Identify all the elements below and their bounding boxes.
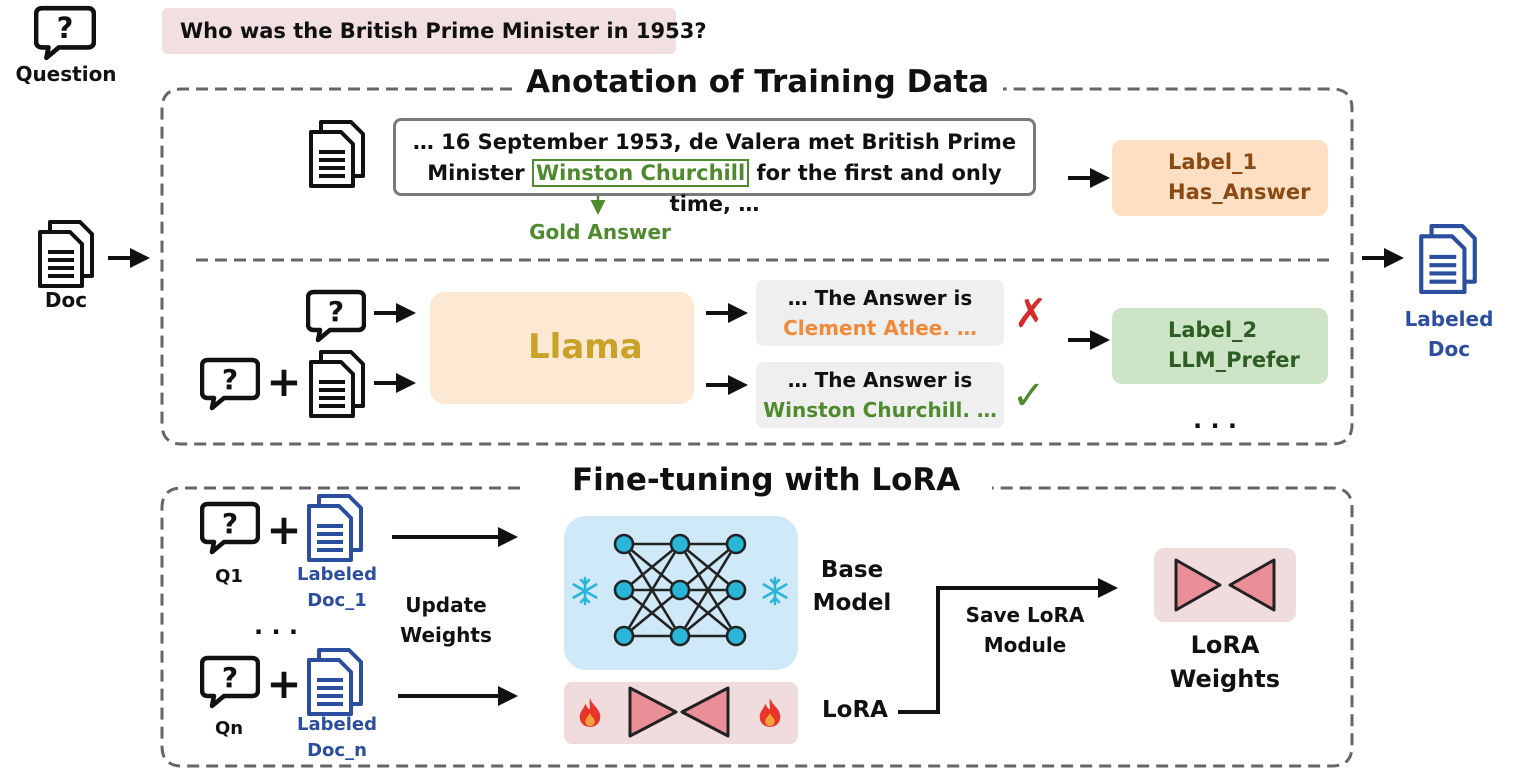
label1-line1: Label_1	[1168, 150, 1258, 174]
docn-line1: Labeled	[297, 714, 377, 735]
doc1-line1: Labeled	[297, 564, 377, 585]
gold-answer-label: Gold Answer	[529, 220, 671, 244]
bowtie-icon	[1174, 558, 1222, 612]
update-line2: Weights	[400, 623, 492, 647]
update-line1: Update	[405, 593, 487, 617]
base-model-label: Base Model	[800, 554, 904, 620]
weights-line2: Weights	[1169, 665, 1281, 693]
network-icon	[613, 533, 747, 647]
question-bubble-icon	[202, 360, 258, 408]
label1-tag: Label_1 Has_Answer	[1112, 140, 1328, 216]
answer1-value: Clement Atlee. …	[783, 316, 977, 340]
finetune-container	[160, 486, 1354, 768]
labeled-document-icon	[309, 496, 361, 560]
labeled-document-icon	[309, 650, 361, 714]
answer2-box: … The Answer is Winston Churchill. …	[756, 362, 1004, 428]
doc1-line2: Doc_1	[307, 590, 367, 611]
q1-label: Q1	[215, 566, 243, 587]
bowtie-icon	[628, 686, 678, 738]
update-weights-label: Update Weights	[388, 590, 504, 650]
svg-text:+: +	[266, 357, 301, 406]
annotation-title: Anotation of Training Data	[512, 64, 1003, 100]
lora-label: LoRA	[822, 697, 888, 723]
labeled-document-icon	[1421, 226, 1475, 292]
doc-label: Doc	[44, 288, 88, 312]
passage-line2: Minister Winston Churchill for the first…	[396, 158, 1033, 220]
question-bubble-icon	[36, 8, 94, 58]
wrong-mark: ✗	[1014, 291, 1048, 337]
answer1-box: … The Answer is Clement Atlee. …	[756, 280, 1004, 346]
qn-label: Qn	[214, 718, 244, 739]
svg-text:+: +	[266, 505, 301, 554]
label2-line1: Label_2	[1168, 318, 1258, 342]
save-arrow	[898, 578, 1118, 714]
document-icon	[40, 222, 92, 286]
save-line2: Module	[983, 633, 1067, 657]
labeled-doc-label: Labeled Doc	[1394, 304, 1504, 364]
document-icon	[311, 122, 363, 186]
question-bubble-icon	[202, 658, 258, 706]
docn-line2: Doc_n	[307, 740, 367, 761]
llm-name: Llama	[528, 327, 643, 367]
finetune-title: Fine-tuning with LoRA	[558, 462, 975, 498]
label2-line2: LLM_Prefer	[1168, 348, 1300, 372]
answer2-prefix: … The Answer is	[787, 368, 973, 392]
correct-mark: ✓	[1012, 373, 1046, 419]
doc1-label: Labeled Doc_1	[292, 562, 382, 614]
labeled-doc-line1: Labeled	[1404, 307, 1494, 331]
lora-weights-label: LoRA Weights	[1150, 628, 1300, 696]
llm-box	[430, 292, 694, 404]
docn-label: Labeled Doc_n	[292, 712, 382, 764]
answer1-prefix: … The Answer is	[787, 286, 973, 310]
save-line1: Save LoRA	[965, 603, 1085, 627]
base-line2: Model	[812, 590, 892, 616]
gold-answer-highlight: Winston Churchill	[531, 159, 750, 187]
annotation-container	[160, 87, 1354, 446]
labeled-doc-line2: Doc	[1427, 337, 1471, 361]
passage-box: … 16 September 1953, de Valera met Briti…	[393, 118, 1036, 216]
label1-line2: Has_Answer	[1168, 180, 1311, 204]
passage-line1: … 16 September 1953, de Valera met Briti…	[412, 130, 1017, 154]
passage-suffix: for the first and only time, …	[669, 161, 1002, 216]
weights-line1: LoRA	[1190, 631, 1260, 659]
document-icon	[311, 352, 363, 416]
svg-text:+: +	[266, 659, 301, 708]
label2-tag: Label_2 LLM_Prefer	[1112, 308, 1328, 384]
passage-prefix: Minister	[427, 161, 525, 185]
question-text: Who was the British Prime Minister in 19…	[162, 8, 707, 54]
question-bubble-icon	[202, 504, 258, 552]
question-label: Question	[15, 62, 117, 86]
more-labels-ellipsis: . . .	[1192, 406, 1238, 434]
dots-ellipsis: . . .	[253, 612, 299, 640]
question-bubble-icon	[308, 292, 364, 340]
base-line1: Base	[820, 557, 884, 583]
answer2-value: Winston Churchill. …	[763, 398, 997, 422]
save-lora-label: Save LoRA Module	[950, 600, 1100, 660]
